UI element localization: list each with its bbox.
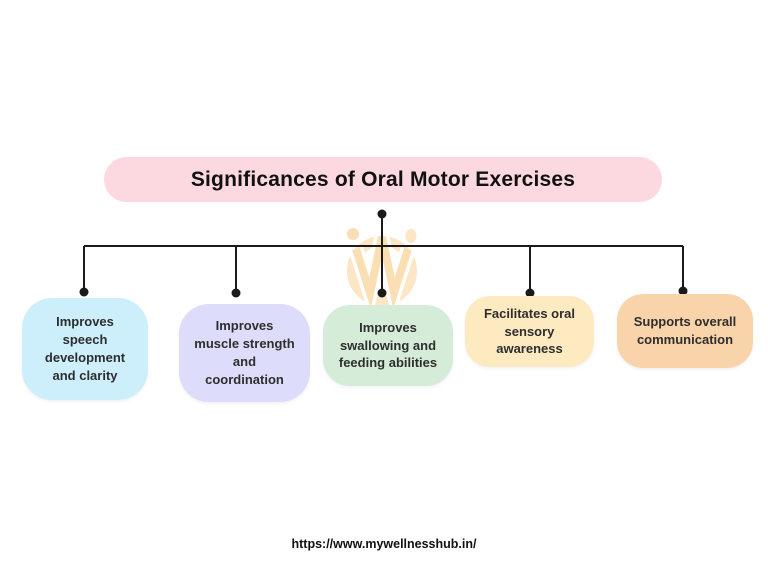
- node-label: Improves swallowing and feeding abilitie…: [338, 319, 438, 371]
- node-overall-communication: Supports overall communication: [617, 294, 753, 368]
- page-title: Significances of Oral Motor Exercises: [190, 167, 576, 191]
- node-sensory-awareness: Facilitates oral sensory awareness: [465, 296, 594, 367]
- website-url: https://www.mywellnesshub.in/: [291, 537, 477, 551]
- node-label: Improves muscle strength and coordinatio…: [194, 318, 295, 387]
- node-label: Facilitates oral sensory awareness: [483, 305, 576, 357]
- title-banner: Significances of Oral Motor Exercises: [104, 157, 662, 202]
- node-speech-development: Improves speech development and clarity: [22, 298, 148, 400]
- wellness-hub-watermark-logo-icon: [347, 228, 417, 305]
- node-label: Improves speech development and clarity: [44, 314, 126, 383]
- node-label: Supports overall communication: [633, 314, 737, 347]
- node-muscle-strength: Improves muscle strength and coordinatio…: [179, 304, 310, 402]
- node-swallowing-feeding: Improves swallowing and feeding abilitie…: [323, 305, 453, 386]
